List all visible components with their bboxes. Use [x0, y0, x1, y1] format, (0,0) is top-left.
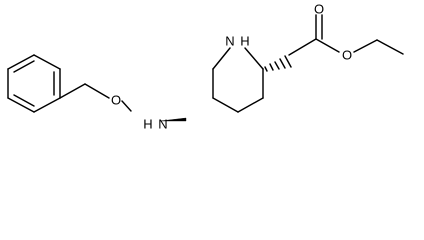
- benzene-double-bond-inner-1: [13, 60, 35, 73]
- ester-oxygen-ethyl-bond: [353, 39, 378, 53]
- hash-3: [274, 61, 280, 70]
- benzene-ring: [7, 54, 61, 113]
- ester-oxygen-label: O: [342, 47, 352, 62]
- hash-5: [284, 55, 292, 68]
- benzene-bond-2: [33, 54, 61, 70]
- stereo-wedge-amino: [159, 117, 187, 122]
- stereo-hash-ester: [264, 55, 292, 72]
- ring-nitrogen-label: N: [225, 33, 234, 48]
- oxygen-amino-bond: [121, 100, 132, 112]
- benzene-bond-5: [7, 97, 35, 113]
- hash-1: [264, 66, 268, 72]
- benzylic-carbon-oxygen-bond: [84, 83, 110, 99]
- piperidine-bond-c4-c3: [212, 97, 239, 113]
- piperidine-bond-c5-c4: [237, 97, 264, 113]
- amino-hydrogen-label: H: [143, 116, 152, 131]
- benzene-bond-1: [7, 54, 35, 70]
- carbonyl-oxygen-label: O: [314, 1, 324, 16]
- piperidine-bond-n-c6: [244, 47, 264, 70]
- hash-4: [279, 58, 286, 69]
- benzene-bond-4: [33, 97, 61, 113]
- ring-nitrogen-hydrogen-label: H: [240, 33, 249, 48]
- piperidine-bond-c2-n: [212, 47, 231, 70]
- benzyl-bond: [59, 83, 86, 99]
- benzene-double-bond-inner-3: [13, 94, 35, 107]
- ethyl-bond: [376, 39, 404, 55]
- piperidine-ring: [212, 47, 264, 113]
- amino-nitrogen-label: N: [158, 116, 167, 131]
- ether-oxygen-label: O: [111, 92, 121, 107]
- chemical-structure-diagram: N H H N O O O: [7, 1, 404, 131]
- carbonyl-ester-oxygen-bond: [315, 38, 340, 53]
- hash-2: [269, 63, 274, 71]
- ester-carbonyl-single-bond: [288, 38, 317, 56]
